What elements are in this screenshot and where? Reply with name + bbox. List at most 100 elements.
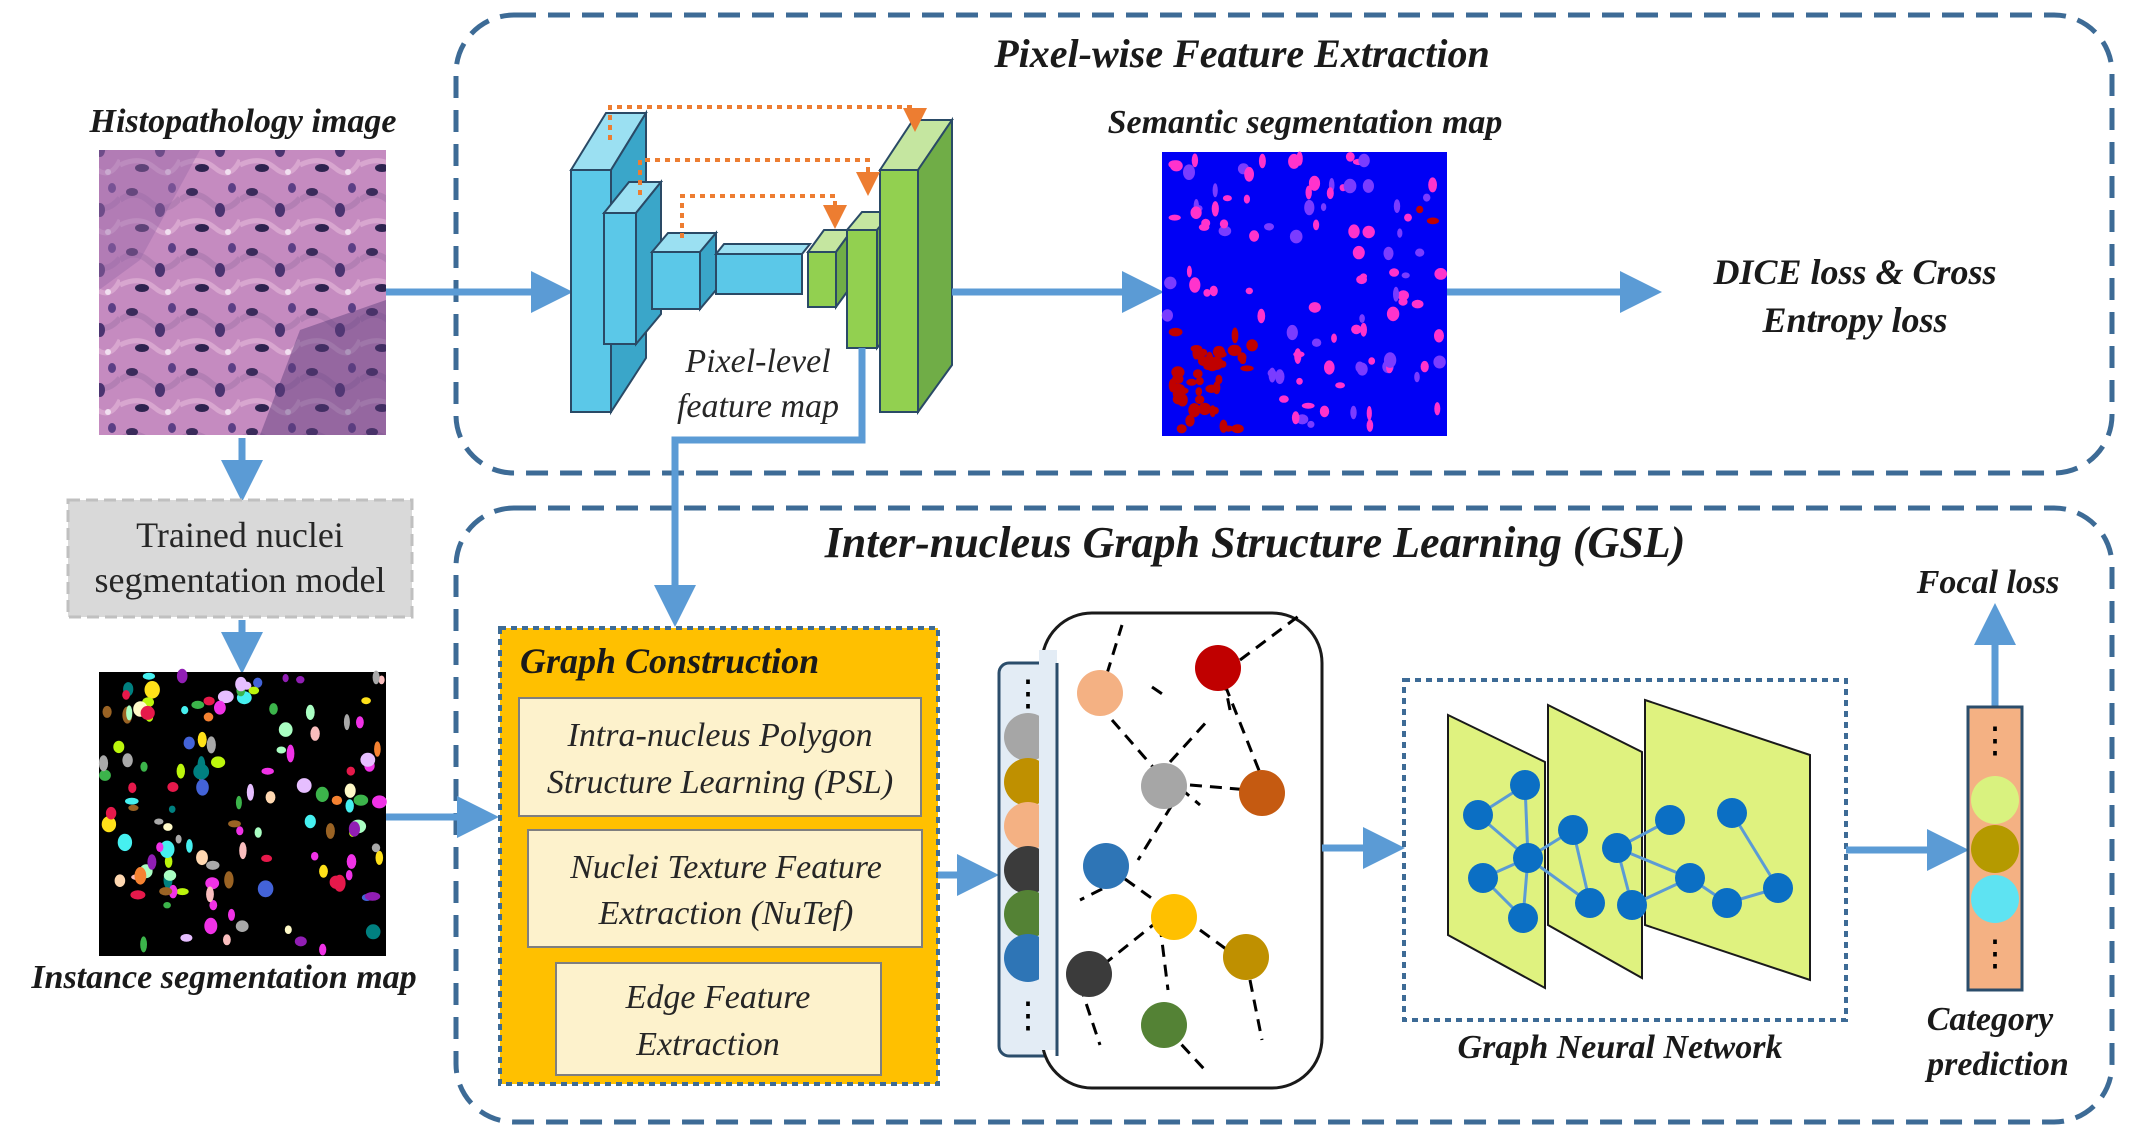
instance-nucleus bbox=[167, 782, 179, 792]
nutef-line1: Nuclei Texture Feature bbox=[569, 849, 882, 886]
instance-nucleus bbox=[235, 676, 247, 692]
edge-feature-box bbox=[555, 962, 882, 1076]
instance-nucleus bbox=[102, 705, 112, 718]
instance-nucleus bbox=[156, 842, 164, 853]
category-line2: prediction bbox=[1924, 1046, 2069, 1083]
instance-nucleus bbox=[168, 884, 178, 899]
instance-nucleus bbox=[374, 741, 381, 757]
instance-nucleus bbox=[345, 870, 353, 881]
semantic-nucleus bbox=[1359, 314, 1365, 323]
instance-nucleus bbox=[206, 860, 220, 870]
semantic-nucleus bbox=[1203, 289, 1211, 297]
semantic-nucleus bbox=[1411, 299, 1424, 309]
instance-nucleus bbox=[176, 668, 188, 684]
instance-nucleus bbox=[113, 740, 125, 754]
semantic-nucleus bbox=[1218, 225, 1232, 237]
semantic-nucleus bbox=[1368, 357, 1376, 365]
semantic-nucleus bbox=[1205, 351, 1214, 365]
instance-nucleus bbox=[296, 778, 312, 793]
semantic-nucleus bbox=[1296, 151, 1303, 166]
semantic-nucleus bbox=[1193, 369, 1203, 379]
semantic-nucleus bbox=[1264, 223, 1274, 231]
instance-nucleus bbox=[205, 877, 220, 890]
instance-nucleus bbox=[163, 823, 173, 831]
instance-nucleus bbox=[134, 867, 147, 885]
semantic-nucleus bbox=[1212, 183, 1218, 198]
semantic-nucleus bbox=[1304, 199, 1315, 216]
instance-nucleus bbox=[372, 795, 387, 809]
semantic-nucleus bbox=[1313, 219, 1320, 231]
instance-nucleus bbox=[168, 805, 176, 813]
semantic-nucleus bbox=[1326, 187, 1334, 200]
instance-nucleus bbox=[196, 779, 209, 796]
instance-nucleus bbox=[365, 924, 381, 940]
semantic-nucleus bbox=[1434, 402, 1441, 416]
semantic-nucleus bbox=[1352, 245, 1365, 260]
semantic-nucleus bbox=[1214, 350, 1227, 358]
semantic-nucleus bbox=[1423, 193, 1431, 202]
instance-nucleus bbox=[197, 731, 207, 748]
semantic-nucleus bbox=[1397, 228, 1403, 238]
instance-nucleus bbox=[329, 875, 343, 889]
unet-decoder bbox=[806, 116, 954, 416]
semantic-nucleus bbox=[1416, 205, 1424, 214]
instance-nucleus bbox=[265, 791, 276, 804]
semantic-nucleus bbox=[1168, 214, 1181, 221]
semantic-nucleus bbox=[1258, 153, 1266, 169]
semantic-nucleus bbox=[1198, 402, 1212, 416]
instance-nucleus bbox=[183, 736, 195, 750]
instance-nucleus bbox=[180, 934, 193, 942]
edge-line2: Extraction bbox=[635, 1026, 780, 1063]
semantic-nucleus bbox=[1186, 378, 1197, 386]
instance-nucleus bbox=[278, 722, 293, 737]
category-top-ellipsis: ⋮ bbox=[1977, 720, 2013, 760]
instance-nucleus bbox=[128, 804, 139, 812]
gnn-box bbox=[1402, 678, 1848, 1022]
instance-nucleus bbox=[214, 700, 226, 715]
instance-nucleus bbox=[305, 704, 315, 721]
instance-nucleus bbox=[378, 675, 385, 685]
nutef-line2: Extraction (NuTef) bbox=[598, 895, 854, 932]
instance-nucleus bbox=[261, 854, 273, 863]
instance-nucleus bbox=[196, 850, 208, 866]
instance-nucleus bbox=[319, 943, 327, 956]
semantic-nucleus bbox=[1164, 276, 1177, 290]
semantic-nucleus bbox=[1398, 297, 1408, 306]
psl-line1: Intra-nucleus Polygon bbox=[567, 717, 873, 754]
semantic-nucleus bbox=[1350, 405, 1357, 420]
semantic-nucleus bbox=[1434, 329, 1444, 343]
focal-loss-label: Focal loss bbox=[1916, 564, 2060, 601]
instance-nucleus bbox=[101, 816, 117, 833]
instance-nucleus bbox=[203, 696, 215, 706]
semantic-nucleus bbox=[1191, 153, 1199, 168]
semantic-nucleus bbox=[1320, 203, 1327, 212]
semantic-nucleus bbox=[1404, 213, 1412, 222]
instance-nucleus bbox=[209, 900, 218, 911]
instance-nucleus bbox=[122, 753, 133, 768]
semantic-nucleus bbox=[1362, 179, 1374, 193]
dice-loss-line2: Entropy loss bbox=[1761, 300, 1947, 340]
instance-nucleus bbox=[181, 706, 189, 715]
category-line1: Category bbox=[1927, 1001, 2054, 1038]
unet-encoder bbox=[569, 109, 813, 416]
instance-nucleus bbox=[356, 716, 364, 729]
semantic-nucleus bbox=[1366, 419, 1374, 432]
semantic-nucleus bbox=[1268, 367, 1276, 383]
semantic-nucleus bbox=[1296, 377, 1303, 385]
gnn-nodes bbox=[1463, 770, 1793, 933]
instance-nucleus bbox=[211, 756, 226, 768]
instance-nucleus bbox=[186, 839, 193, 853]
semantic-nucleus bbox=[1245, 287, 1254, 295]
psl-box bbox=[518, 697, 922, 817]
semantic-nucleus bbox=[1331, 333, 1337, 343]
semantic-nucleus bbox=[1223, 425, 1234, 432]
semantic-nucleus bbox=[1231, 327, 1239, 344]
instance-nucleus bbox=[223, 934, 231, 946]
semantic-nucleus bbox=[1428, 177, 1437, 193]
semantic-nucleus bbox=[1246, 339, 1258, 352]
graph-nodes bbox=[1066, 645, 1285, 1048]
instance-nucleus bbox=[224, 871, 234, 889]
psl-line2: Structure Learning (PSL) bbox=[547, 764, 893, 801]
instance-nucleus bbox=[99, 769, 111, 781]
